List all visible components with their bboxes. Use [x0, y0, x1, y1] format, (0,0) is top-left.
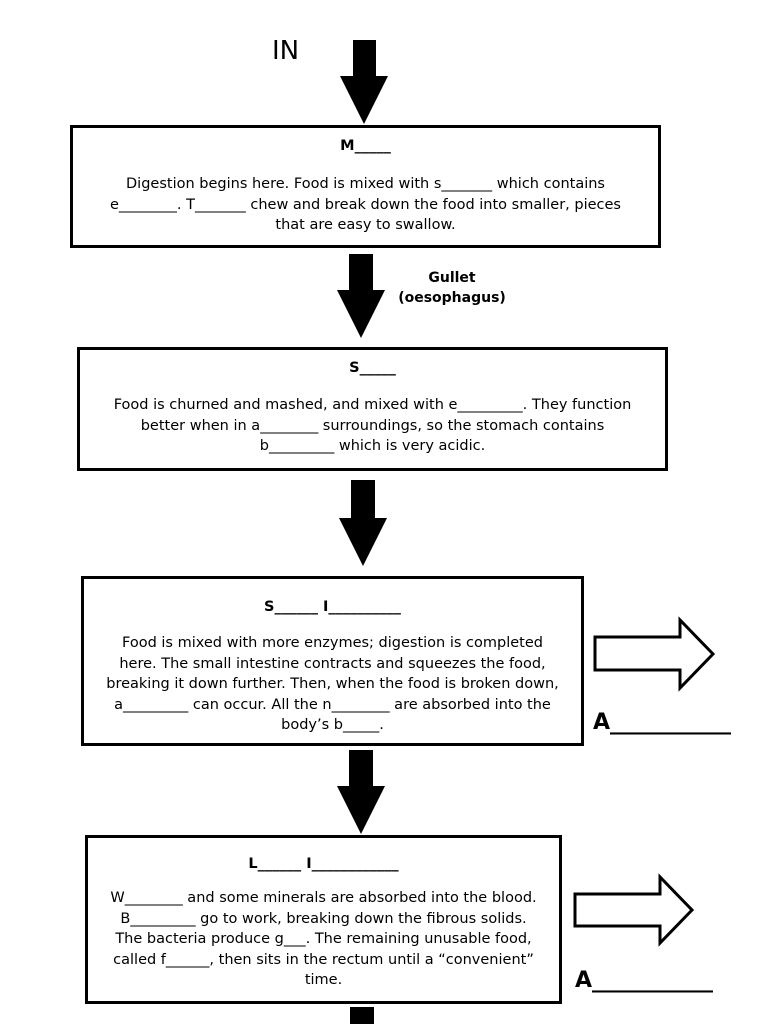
gullet-label: Gullet	[428, 270, 476, 286]
small-intestine-text: Food is mixed with more enzymes; digesti…	[106, 635, 559, 733]
mouth-title: M_____	[340, 138, 391, 154]
absorption-label: A___________	[593, 710, 732, 735]
absorption-label: A___________	[575, 968, 714, 993]
mouth-text: Digestion begins here. Food is mixed wit…	[110, 176, 621, 233]
stomach-box: S_____ Food is churned and mashed, and m…	[77, 347, 668, 471]
stomach-title: S_____	[349, 360, 396, 376]
gullet-note: Gullet (oesophagus)	[392, 268, 512, 308]
large-intestine-text: W________ and some minerals are absorbed…	[110, 890, 537, 988]
mouth-box: M_____ Digestion begins here. Food is mi…	[70, 125, 661, 248]
large-intestine-title: L______ I____________	[248, 856, 399, 872]
large-intestine-box: L______ I____________ W________ and some…	[85, 835, 562, 1004]
small-intestine-box: S______ I__________ Food is mixed with m…	[81, 576, 584, 746]
in-label: IN	[272, 36, 300, 66]
small-intestine-title: S______ I__________	[264, 599, 401, 615]
oesophagus-label: (oesophagus)	[398, 290, 506, 306]
stomach-text: Food is churned and mashed, and mixed wi…	[113, 397, 632, 454]
